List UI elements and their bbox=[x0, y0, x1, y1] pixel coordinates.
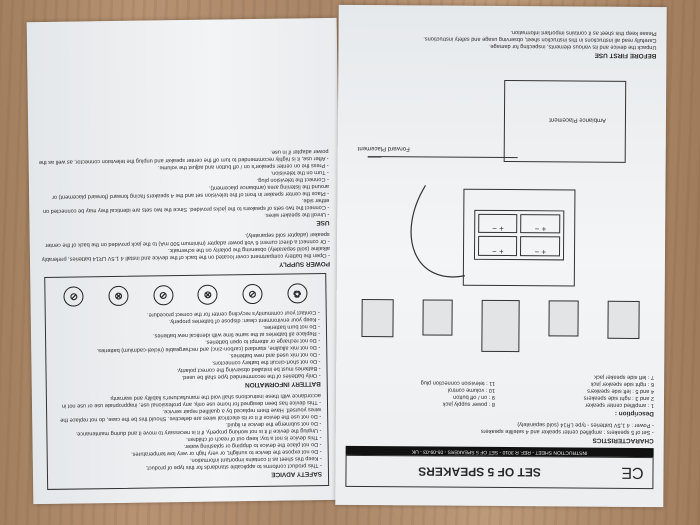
ambiance-placement-label: Ambiance Placement bbox=[549, 116, 606, 123]
description-title: Description : bbox=[614, 409, 654, 418]
speaker-5 bbox=[607, 300, 641, 339]
description-item: 2 and 3 : right side speakers bbox=[583, 394, 655, 402]
use-title: USE bbox=[316, 218, 330, 227]
speaker-3 bbox=[361, 299, 394, 338]
speaker-4 bbox=[548, 300, 579, 337]
power-title: POWER SUPPLY bbox=[279, 259, 331, 268]
before-first-use-title: BEFORE FIRST USE bbox=[594, 51, 657, 60]
battery-pictograms: ♻ ⊘ ⊗ ⊘ ⊗ ⊘ bbox=[51, 283, 319, 307]
no-burn-icon: ⊘ bbox=[242, 283, 263, 305]
description-item: 1 : amplified center speaker bbox=[585, 401, 654, 409]
recycle-icon: ♻ bbox=[286, 283, 308, 304]
center-speaker-1 bbox=[481, 299, 520, 353]
description-item: 6 : right side speaker jack bbox=[590, 380, 655, 388]
sheet-title: SET OF 5 SPEAKERS bbox=[418, 464, 541, 480]
no-short-circuit-icon: ⊗ bbox=[108, 285, 129, 307]
description-item: 8 : power supply jack bbox=[442, 400, 495, 407]
sheet-header: CE SET OF 5 SPEAKERS bbox=[345, 454, 654, 490]
no-open-icon: ⊘ bbox=[153, 285, 174, 306]
safety-title: SAFETY ADVICE bbox=[271, 470, 323, 478]
device-back-diagram: + −+ −+ −+ − bbox=[347, 175, 656, 297]
no-mix-icon: ⊗ bbox=[197, 284, 218, 305]
description-item: 4 and 5 : left side speakers bbox=[587, 387, 655, 395]
speaker-2 bbox=[422, 299, 453, 336]
characteristics-title: CHARACTERISTICS bbox=[592, 436, 654, 445]
safety-box: SAFETY ADVICE - This product conforms to… bbox=[44, 273, 330, 490]
description-item: 9 : on / off button bbox=[453, 393, 496, 400]
description-item: 11 : television connection plug bbox=[420, 379, 496, 386]
battery-title: BATTERY INFORMATION bbox=[244, 380, 321, 389]
placement-diagrams: Forward Placement Ambiance Placement bbox=[348, 61, 657, 173]
speakers-illustration bbox=[346, 299, 654, 361]
instruction-sheet-left-page: SAFETY ADVICE - This product conforms to… bbox=[26, 17, 344, 505]
instruction-sheet-right-page: CE SET OF 5 SPEAKERS INSTRUCTION SHEET -… bbox=[335, 4, 667, 508]
forward-placement-diagram bbox=[367, 156, 518, 173]
description-item: 10 : volume control bbox=[447, 386, 496, 393]
cable-icon bbox=[410, 185, 465, 278]
ce-mark: CE bbox=[621, 464, 644, 482]
forward-placement-label: Forward Placement bbox=[357, 144, 410, 152]
no-recharge-icon: ⊘ bbox=[63, 286, 85, 307]
description-item: 7 : left side speaker jack bbox=[594, 373, 655, 381]
